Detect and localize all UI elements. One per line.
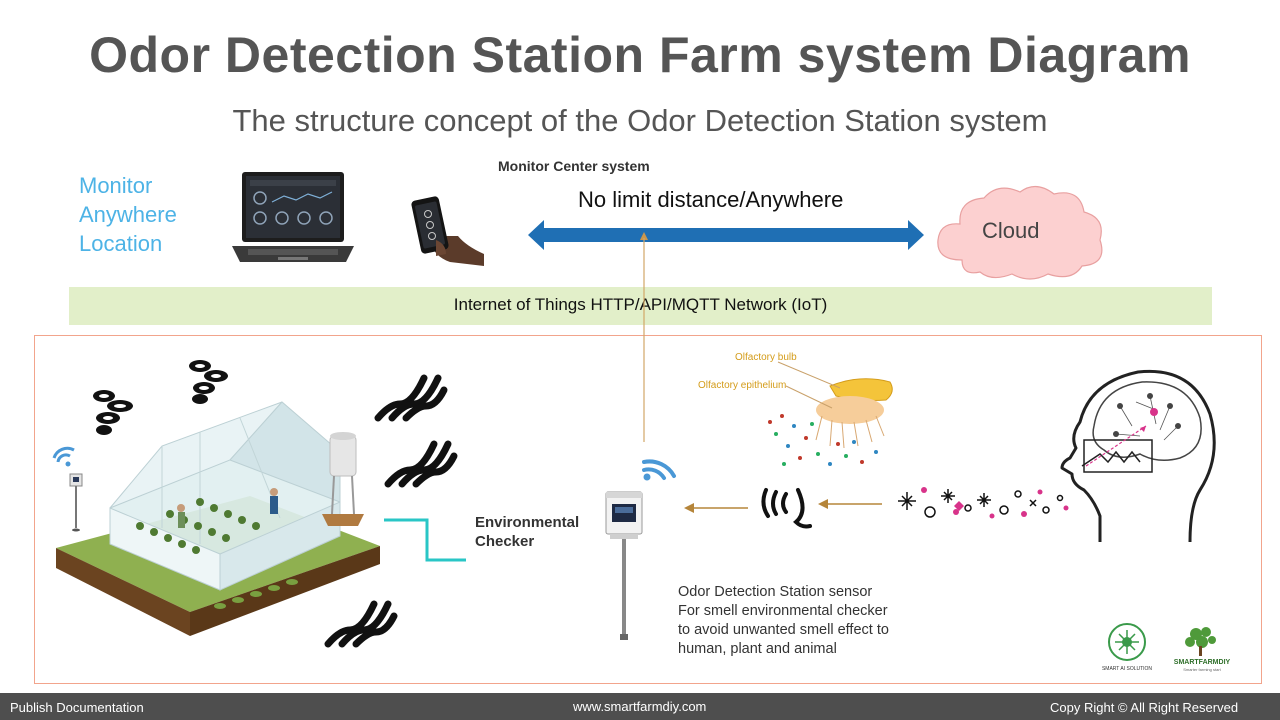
farm-area-frame: [34, 335, 1262, 684]
smartfarmdiy-logo-text: SMARTFARMDIY: [1174, 659, 1231, 666]
head-brain-icon: [1060, 369, 1216, 543]
smart-ai-solution-logo: SMART AI SOLUTION: [1102, 623, 1152, 672]
greenhouse-icon: [56, 401, 380, 636]
pole-sensor-icon: [52, 446, 83, 532]
sensor-uplink-line: [640, 232, 648, 442]
monitor-center-label: Monitor Center system: [498, 158, 650, 174]
footer-website-link[interactable]: www.smartfarmdiy.com: [573, 699, 707, 714]
monitor-anywhere-line-3: Location: [79, 231, 163, 256]
double-arrow-icon: [528, 220, 924, 250]
olfactory-diagram: [768, 361, 893, 466]
environmental-checker-label: Environmental Checker: [475, 513, 605, 551]
footer-publish-documentation: Publish Documentation: [10, 700, 144, 715]
odor-puff-icon: [93, 390, 133, 435]
footer-bar: Publish Documentation www.smartfarmdiy.c…: [0, 693, 1280, 720]
environmental-checker-line-1: Environmental: [475, 514, 580, 531]
olfactory-epithelium-label: Olfactory epithelium: [698, 380, 787, 391]
no-limit-label: No limit distance/Anywhere: [578, 187, 844, 212]
environmental-checker-line-2: Checker: [475, 533, 535, 550]
odor-flow-arrow: [818, 499, 882, 509]
laptop-icon: [232, 172, 354, 262]
wifi-icon: [642, 459, 676, 481]
smart-solution-logo-text: SMART AI SOLUTION: [1102, 666, 1152, 672]
page-title: Odor Detection Station Farm system Diagr…: [89, 27, 1191, 83]
odor-sensor-description: Odor Detection Station sensor For smell …: [678, 583, 938, 659]
sensor-device-icon: [605, 491, 643, 640]
nose-waves-icon: [761, 488, 812, 529]
page-subtitle: The structure concept of the Odor Detect…: [232, 103, 1048, 138]
odor-flow-arrow: [684, 503, 748, 513]
cloud-icon: [937, 185, 1103, 280]
odor-desc-line-1: Odor Detection Station sensor: [678, 584, 873, 600]
environment-connector-line: [384, 518, 466, 562]
monitor-anywhere-line-1: Monitor: [79, 173, 153, 198]
cloud-label: Cloud: [982, 218, 1040, 243]
olfactory-bulb-label: Olfactory bulb: [735, 352, 797, 363]
smartfarmdiy-logo: SMARTFARMDIY Smarter farming start: [1174, 627, 1231, 672]
smell-wave-icon: [384, 440, 458, 488]
odor-desc-line-2: For smell environmental checker: [678, 603, 888, 619]
odor-puff-icon: [189, 360, 228, 404]
odor-desc-line-3: to avoid unwanted smell effect to: [678, 622, 889, 638]
monitor-anywhere-label: Monitor Anywhere Location: [79, 171, 279, 258]
smartphone-icon: [411, 196, 484, 266]
iot-network-band: Internet of Things HTTP/API/MQTT Network…: [69, 287, 1212, 325]
monitor-anywhere-line-2: Anywhere: [79, 202, 177, 227]
odor-desc-line-4: human, plant and animal: [678, 641, 837, 657]
smell-wave-icon: [374, 374, 448, 422]
smell-wave-icon: [324, 600, 398, 648]
footer-copyright: Copy Right © All Right Reserved: [1050, 700, 1239, 715]
odor-particles-icon: [898, 487, 1069, 519]
smartfarmdiy-tagline: Smarter farming start: [1183, 667, 1221, 672]
